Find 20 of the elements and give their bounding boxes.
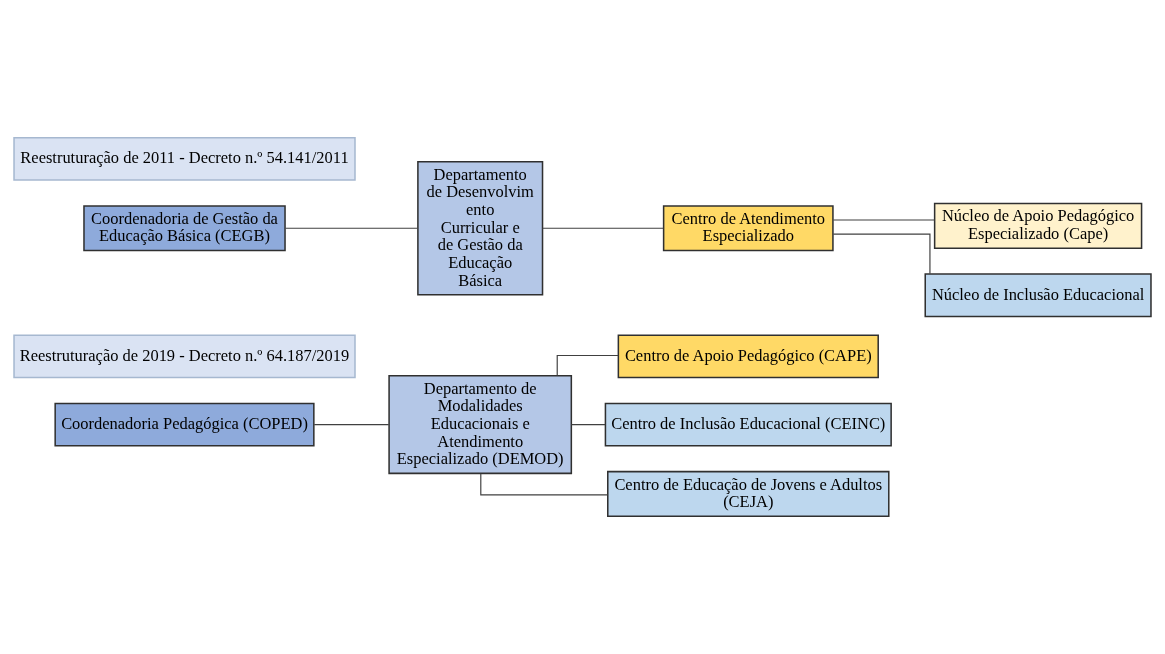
node-box: Núcleo de Apoio Pedagógico Especializado (Cape) xyxy=(933,202,1143,249)
node-box: Centro de Educação de Jovens e Adultos (CEJA) xyxy=(607,470,890,518)
node-box: Departamento de Modalidades Educacionais e Atendimento Especializado (DEMOD) xyxy=(388,375,573,475)
node-box: Coordenadoria Pedagógica (COPED) xyxy=(54,402,315,447)
node-box: Departamento de Desenvolvimento Curricular e de Gestão da Educação Básica xyxy=(417,161,544,296)
node-box: Coordenadoria de Gestão da Educação Básica (CEGB) xyxy=(83,205,286,252)
connector xyxy=(832,219,936,221)
connector xyxy=(570,424,606,426)
node-box: Reestruturação de 2019 - Decreto n.º 64.187/2019 xyxy=(13,334,356,379)
node-box: Centro de Apoio Pedagógico (CAPE) xyxy=(617,334,879,379)
connector xyxy=(542,227,664,229)
node-box: Núcleo de Inclusão Educacional xyxy=(924,273,1152,318)
connector xyxy=(284,227,419,229)
node-box: Centro de Inclusão Educacional (CEINC) xyxy=(604,402,892,447)
connector xyxy=(556,354,619,377)
connector xyxy=(480,473,609,496)
connector xyxy=(832,233,931,275)
node-box: Reestruturação de 2011 - Decreto n.º 54.141/2011 xyxy=(13,136,356,181)
connector xyxy=(313,424,390,426)
node-box: Centro de Atendimento Especializado xyxy=(662,205,834,252)
